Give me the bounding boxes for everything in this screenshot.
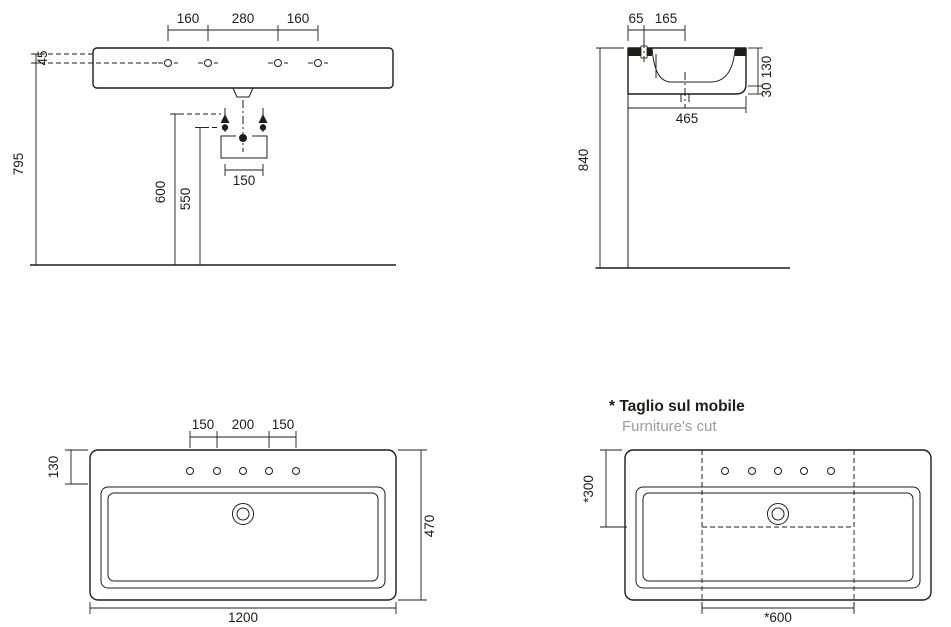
dim-floor-to-holes: 795 <box>11 153 26 176</box>
dim-bottom-depth: 465 <box>676 111 699 126</box>
side-bottom-dimension: 465 <box>627 96 747 126</box>
faucet-hole <box>721 467 729 475</box>
plan-bottom-dimension: 1200 <box>89 602 397 625</box>
dim-plan-width: 1200 <box>228 610 258 625</box>
side-view: 65 165 130 30 <box>576 11 790 269</box>
basin-plan-outline <box>624 449 932 601</box>
drain-hole-outer <box>232 503 254 525</box>
faucet-hole <box>186 467 194 475</box>
basin-front-outline <box>92 47 394 89</box>
drain-hole-outer <box>767 503 789 525</box>
dim-wall-to-holes: 65 <box>628 11 643 26</box>
deck-section-cut <box>628 48 652 56</box>
dim-plan-depth: 470 <box>422 515 437 538</box>
side-right-dimensions: 130 30 <box>748 47 774 98</box>
dim-floor-to-bracket: 600 <box>153 181 168 204</box>
front-view: 160 280 160 45 795 <box>11 11 396 266</box>
front-rim-section-cut <box>735 48 746 56</box>
bowl-bottom <box>642 492 914 582</box>
bowl-rim <box>100 486 386 589</box>
drain-point <box>239 134 247 142</box>
faucet-hole-symbol <box>274 59 282 67</box>
faucet-hole <box>239 467 247 475</box>
dim-plan-holes-left: 150 <box>192 417 215 432</box>
anchor-bolt-symbol <box>258 114 268 123</box>
faucet-hole <box>800 467 808 475</box>
faucet-hole-symbol <box>204 59 212 67</box>
front-height-dimensions: 600 550 <box>153 113 205 265</box>
furniture-cut-outline <box>701 450 855 612</box>
basin-side-section <box>627 40 747 108</box>
dim-cut-depth: *300 <box>581 475 596 503</box>
dim-floor-to-rim: 840 <box>576 149 591 172</box>
dim-bolt-spacing: 150 <box>233 173 256 188</box>
side-top-dimension: 65 165 <box>627 11 686 41</box>
bowl-profile <box>651 47 736 83</box>
faucet-hole <box>292 467 300 475</box>
cut-note-secondary: Furniture's cut <box>622 418 717 435</box>
plan-left-dimension: 130 <box>46 449 88 485</box>
drain-hole-inner <box>236 507 250 521</box>
basin-plan-cut <box>624 449 932 601</box>
faucet-hole <box>774 467 782 475</box>
plan-right-dimension: 470 <box>398 449 437 601</box>
basin-plan-outline <box>89 449 397 601</box>
dim-cut-width: *600 <box>764 610 792 625</box>
dim-front-to-holes: 130 <box>46 456 61 479</box>
dim-holes-to-drain: 165 <box>655 11 678 26</box>
drain-hole-inner <box>771 507 785 521</box>
plan-view: 150 200 150 130 <box>46 417 437 625</box>
bowl-bottom <box>107 492 379 582</box>
mounting-cluster <box>171 100 268 159</box>
basin-front-face <box>92 47 394 98</box>
drain-outlet <box>232 87 254 98</box>
dim-plan-holes-right: 150 <box>272 417 295 432</box>
dim-rim-to-holes: 45 <box>35 50 50 65</box>
dim-basin-height: 130 <box>759 56 774 79</box>
faucet-hole-symbol <box>314 59 322 67</box>
bowl-rim <box>635 486 921 589</box>
dim-front-lip: 30 <box>759 82 774 97</box>
plan-top-dimension: 150 200 150 <box>189 417 297 448</box>
faucet-hole <box>213 467 221 475</box>
faucet-hole <box>748 467 756 475</box>
cut-view: * Taglio sul mobile Furniture's cut <box>581 398 932 625</box>
front-left-dimensions: 45 795 <box>11 50 160 266</box>
trap-bracket <box>220 135 268 159</box>
faucet-hole-symbol <box>164 59 172 67</box>
dim-front-top-left: 160 <box>177 11 200 26</box>
dim-front-top-center: 280 <box>232 11 255 26</box>
cut-bottom-dimension: *600 <box>701 602 855 625</box>
anchor-bolt-symbol <box>220 114 230 123</box>
faucet-hole <box>265 467 273 475</box>
cut-note-primary: * Taglio sul mobile <box>609 398 745 415</box>
basin-side-outline <box>627 47 747 95</box>
dim-plan-holes-center: 200 <box>232 417 255 432</box>
side-height-dimension: 840 <box>576 47 624 269</box>
basin-plan <box>89 449 397 601</box>
faucet-hole <box>827 467 835 475</box>
cut-left-dimension: *300 <box>581 449 627 528</box>
dim-floor-to-drain: 550 <box>178 188 193 211</box>
dim-front-top-right: 160 <box>287 11 310 26</box>
front-top-dimension: 160 280 160 <box>167 11 319 41</box>
bolt-spacing-dimension: 150 <box>224 164 264 188</box>
